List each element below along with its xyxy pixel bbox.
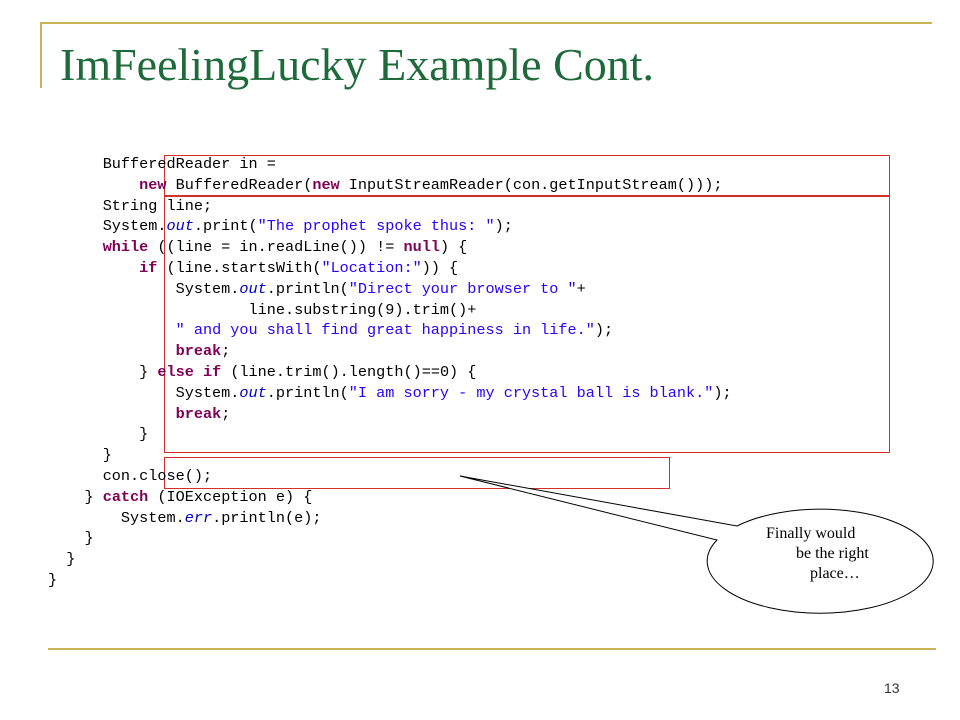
callout-line: Finally would — [766, 525, 856, 542]
code-token: ); — [594, 321, 614, 340]
code-token: } — [102, 362, 158, 381]
code-token: BufferedReader in = — [102, 155, 276, 173]
code-token: InputStreamReader(con.getInputStream()))… — [339, 175, 723, 194]
code-token: "Direct your browser to " — [348, 279, 577, 298]
code-line: System.out.println("I am sorry - my crys… — [48, 383, 732, 404]
code-token: ) { — [439, 238, 468, 257]
code-line: line.substring(9).trim()+ — [48, 300, 732, 321]
code-token: "I am sorry - my crystal ball is blank." — [348, 383, 714, 402]
code-token: System. — [102, 279, 240, 298]
left-accent-bar — [40, 22, 42, 88]
code-token: ); — [494, 217, 513, 236]
code-token: else — [157, 362, 194, 381]
code-line: } — [48, 424, 732, 445]
code-token: } — [48, 570, 58, 589]
code-line: System.out.print("The prophet spoke thus… — [48, 216, 732, 237]
code-token: "The prophet spoke thus: " — [257, 217, 495, 236]
code-token: out — [166, 217, 194, 236]
code-token: (line.trim().length()==0) { — [221, 362, 477, 381]
code-line: } — [48, 528, 732, 549]
code-token: out — [239, 279, 267, 298]
code-token: } — [66, 550, 76, 569]
code-token: System. — [102, 383, 240, 402]
code-line: } — [48, 570, 732, 591]
callout-line: be the right — [796, 545, 869, 562]
code-line: String line; — [48, 196, 732, 217]
callout-text: Finally would be the right place… — [740, 524, 920, 584]
code-line: while ((line = in.readLine()) != null) { — [48, 237, 732, 258]
code-token: (IOException e) { — [148, 487, 313, 506]
code-line: System.err.println(e); — [48, 508, 732, 529]
code-token: catch — [102, 487, 149, 506]
code-token: err — [184, 508, 213, 527]
code-token: " and you shall find great happiness in … — [175, 321, 595, 340]
code-token: null — [403, 238, 440, 257]
code-line: new BufferedReader(new InputStreamReader… — [48, 175, 732, 196]
code-line: BufferedReader in = — [48, 154, 732, 175]
reader-highlight-box — [164, 155, 890, 197]
code-token: String line; — [102, 196, 213, 215]
code-token: break — [175, 404, 222, 423]
code-token: con.close(); — [102, 466, 213, 485]
code-token: line.substring(9).trim()+ — [102, 300, 477, 319]
code-token: } — [84, 529, 94, 548]
code-listing: BufferedReader in = new BufferedReader(n… — [48, 154, 732, 591]
code-token: } — [102, 446, 112, 465]
code-token: ); — [713, 383, 732, 402]
code-token: new — [312, 175, 340, 194]
code-token: ((line = in.readLine()) != — [148, 238, 404, 257]
page-number: 13 — [884, 680, 900, 696]
code-token: (line.startsWith( — [157, 258, 322, 277]
bottom-rule — [48, 648, 936, 650]
code-token: "Location:" — [321, 258, 422, 277]
loop-highlight-box — [164, 195, 890, 453]
code-token: new — [139, 175, 167, 194]
code-token: break — [175, 342, 222, 361]
code-line: con.close(); — [48, 466, 732, 487]
code-line: break; — [48, 341, 732, 362]
code-line: System.out.println("Direct your browser … — [48, 279, 732, 300]
code-line: " and you shall find great happiness in … — [48, 320, 732, 341]
code-token: while — [102, 238, 149, 257]
callout-shape — [459, 475, 934, 614]
code-token: System. — [84, 508, 185, 527]
slide-title: ImFeelingLucky Example Cont. — [60, 39, 655, 90]
close-highlight-box — [164, 457, 670, 489]
code-line: if (line.startsWith("Location:")) { — [48, 258, 732, 279]
top-rule — [40, 22, 932, 24]
code-line: break; — [48, 404, 732, 425]
code-token: if — [139, 258, 158, 277]
code-token: out — [239, 383, 267, 402]
code-token: System. — [102, 217, 167, 236]
callout-line: place… — [810, 565, 860, 582]
code-token: .println(e); — [212, 508, 322, 527]
code-line: } else if (line.trim().length()==0) { — [48, 362, 732, 383]
code-line: } — [48, 445, 732, 466]
code-token: .println( — [266, 383, 349, 402]
code-token: .println( — [266, 279, 349, 298]
code-token: )) { — [421, 258, 459, 277]
code-line: } — [48, 549, 732, 570]
code-token: } — [84, 487, 103, 506]
code-token: ; — [221, 342, 231, 361]
code-token: BufferedReader( — [166, 175, 313, 194]
code-token: } — [102, 425, 149, 444]
code-token: + — [576, 279, 586, 298]
code-token: .print( — [193, 217, 258, 236]
code-token: ; — [221, 404, 231, 423]
code-token: if — [202, 362, 222, 381]
code-line: } catch (IOException e) { — [48, 487, 732, 508]
